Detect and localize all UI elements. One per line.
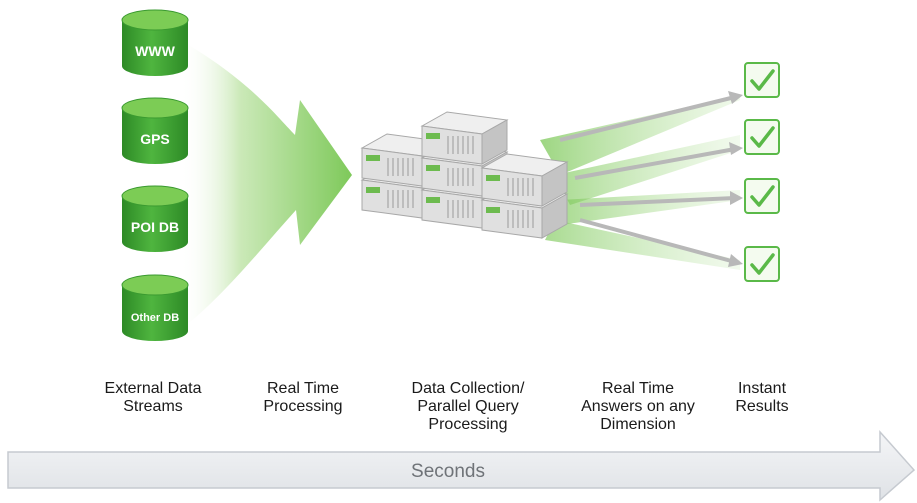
check-icon [744,62,780,98]
data-sources: WWW GPS POI DB Other DB [121,9,189,341]
server-icon [420,111,509,165]
database-gps: GPS [121,97,189,164]
database-poi-db: POI DB [121,185,189,252]
stage-label-instant-results: Instant Results [735,380,789,415]
database-www: WWW [121,9,189,76]
server-cluster [360,111,569,239]
check-icon [744,246,780,282]
processing-flow-arrow [180,40,352,330]
timeline-label: Seconds [411,461,485,482]
database-label: Other DB [131,312,179,324]
server-icon [480,153,569,207]
stage-label-external-data: External Data Streams [104,380,202,415]
database-label: WWW [135,43,175,59]
stage-label-data-collection: Data Collection/ Parallel Query Processi… [411,380,525,433]
check-icon [744,178,780,214]
result-arrows [559,91,743,267]
stage-label-real-time-processing: Real Time Processing [263,380,343,415]
stage-label-real-time-answers: Real Time Answers on any Dimension [581,380,695,433]
database-other-db: Other DB [121,274,189,341]
database-label: POI DB [131,219,179,235]
timeline-arrow: Seconds [7,430,916,502]
database-label: GPS [140,131,170,147]
check-icon [744,119,780,155]
instant-results [744,62,780,282]
